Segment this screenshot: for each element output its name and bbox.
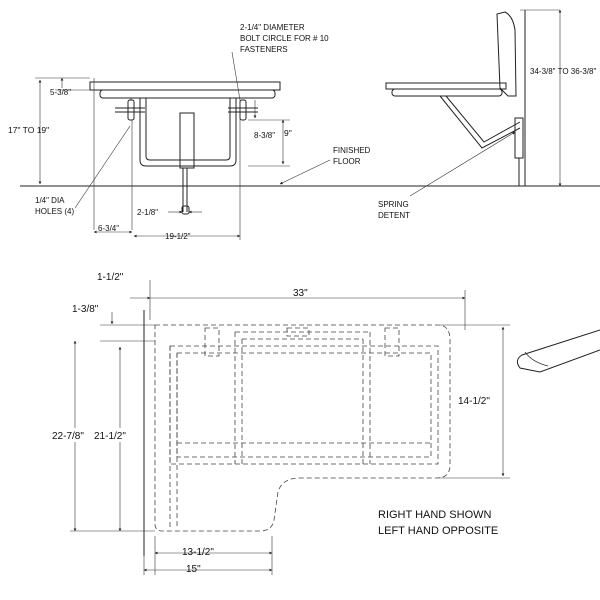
spring-detent-note-2: DETENT	[378, 211, 410, 220]
front-seat-edge	[99, 89, 276, 99]
side-seat-top	[385, 82, 507, 90]
seat-thickness-label: 5-3/8"	[50, 88, 71, 97]
bolt-circle-note-1: 2-1/4" DIAMETER	[240, 23, 305, 32]
seat-depth-label: 21-1/2"	[94, 431, 126, 442]
overall-depth-label: 22-7/8"	[52, 431, 84, 442]
holes-note-1: 1/4" DIA	[35, 196, 65, 205]
plan-left-leg-rail	[169, 346, 178, 528]
plan-note-1: RIGHT HAND SHOWN	[378, 509, 492, 521]
offset-dim-label: 6-3/4"	[98, 224, 119, 233]
plan-frame-rails	[234, 332, 371, 464]
front-leg-foot	[181, 205, 190, 215]
plan-right-bracket	[384, 327, 400, 357]
seat-height-label: 17" TO 19"	[8, 125, 49, 135]
plan-left-bracket	[204, 327, 220, 357]
plan-center-mount	[286, 327, 310, 337]
overall-width-label: 33"	[293, 288, 308, 299]
bolt-circle-leader	[231, 51, 241, 101]
side-height-label: 34-3/8" TO 36-3/8"	[530, 67, 596, 76]
bolt-circle-note-2: BOLT CIRCLE FOR # 10	[240, 34, 329, 43]
bracket-offset-label: 8-3/8"	[254, 131, 275, 140]
plan-view: 1-1/2" 33" 1-3/8" 22-7/8" 21-1/2" 14-1/2…	[52, 272, 600, 575]
side-seat-edge	[391, 88, 503, 97]
bracket-height-label: 9"	[284, 128, 292, 138]
plan-inner-frame	[169, 345, 439, 465]
side-brace	[439, 95, 521, 149]
finished-floor-leader	[279, 159, 331, 185]
front-seat-top	[89, 81, 281, 91]
edge-gap-label: 1-3/8"	[72, 304, 99, 315]
width-dim-label: 19-1/2"	[165, 232, 191, 241]
side-backrest	[496, 11, 517, 97]
side-depth-label: 14-1/2"	[458, 396, 490, 407]
top-gap-label: 1-1/2"	[97, 272, 124, 283]
holes-note-2: HOLES (4)	[35, 207, 74, 216]
finished-floor-note-2: FLOOR	[333, 157, 361, 166]
plan-cut-detail	[516, 329, 600, 373]
front-right-bracket	[228, 99, 258, 121]
bolt-circle-note-3: FASTENERS	[240, 45, 288, 54]
front-u-frame-inner	[145, 98, 231, 161]
spring-detent-leader	[409, 131, 516, 197]
plan-seat-outline	[154, 324, 451, 532]
front-view: 17" TO 19" 5-3/8" 8-3/8" 9" 2-1/4" DIAME…	[8, 23, 371, 241]
bottom-overall-label: 15"	[186, 564, 201, 575]
spring-detent-note-1: SPRING	[378, 200, 409, 209]
finished-floor-note-1: FINISHED	[333, 146, 371, 155]
side-view: 34-3/8" TO 36-3/8" SPRING DETENT	[360, 9, 600, 220]
leg-dim-label: 2-1/8"	[137, 208, 158, 217]
bottom-inner-label: 13-1/2"	[182, 547, 214, 558]
plan-note-2: LEFT HAND OPPOSITE	[378, 525, 498, 537]
front-u-frame	[139, 98, 237, 167]
holes-leader	[74, 125, 131, 209]
